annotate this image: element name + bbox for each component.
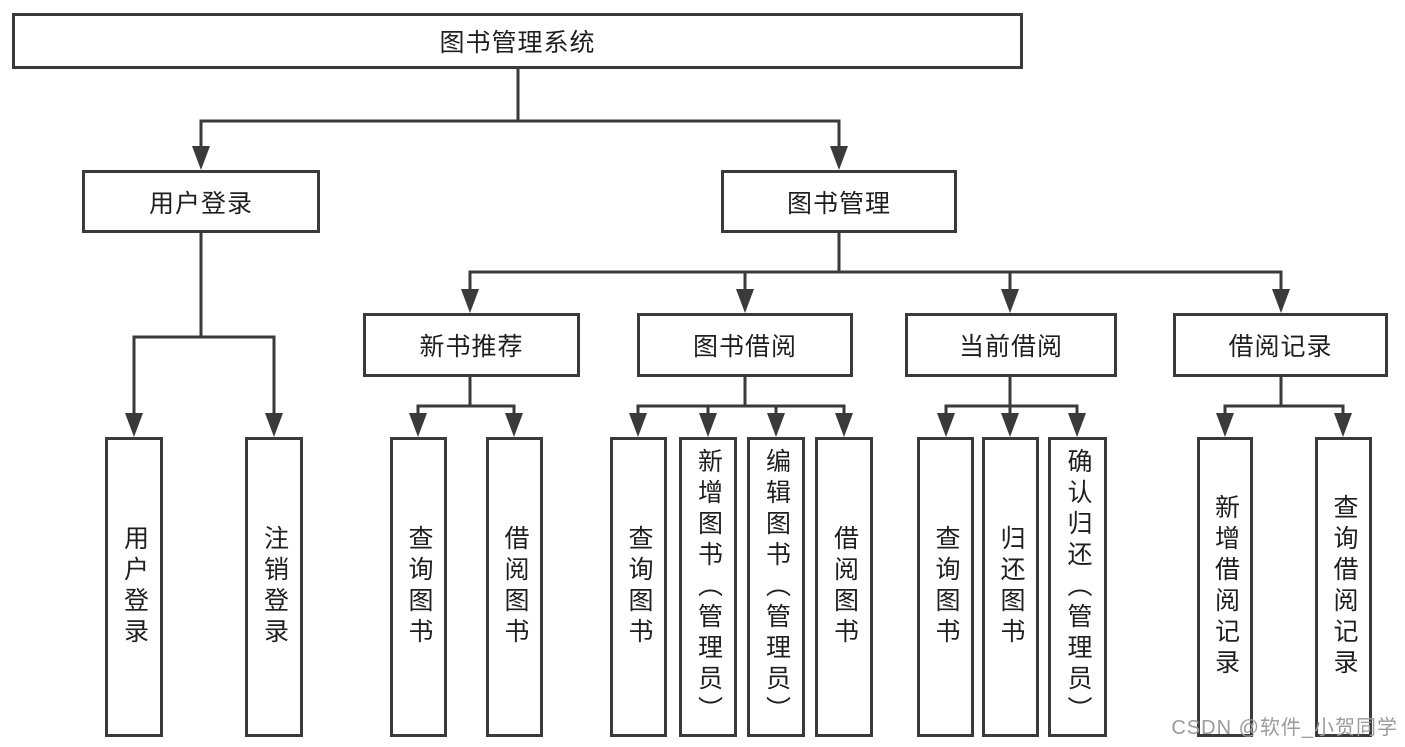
leaf-logout-login: 注销登录 [245, 437, 303, 737]
node-borrowing-records: 借阅记录 [1173, 313, 1388, 377]
leaf-query-books-recommend: 查询图书 [390, 437, 447, 737]
node-current-borrowing: 当前借阅 [905, 313, 1117, 377]
node-user-login: 用户登录 [82, 170, 320, 233]
leaf-query-books-current: 查询图书 [917, 437, 974, 737]
node-book-borrowing: 图书借阅 [637, 313, 853, 377]
node-new-book-recommend: 新书推荐 [363, 313, 580, 377]
leaf-add-books-admin: 新增图书（管理员） [679, 437, 737, 737]
watermark-csdn: CSDN @软件_小贺同学 [1171, 717, 1398, 739]
node-book-management: 图书管理 [721, 170, 957, 233]
node-library-system: 图书管理系统 [12, 13, 1023, 69]
leaf-borrow-books-recommend: 借阅图书 [486, 437, 543, 737]
leaf-edit-books-admin: 编辑图书（管理员） [747, 437, 805, 737]
leaf-user-login: 用户登录 [105, 437, 163, 737]
leaf-add-borrow-record: 新增借阅记录 [1197, 437, 1253, 737]
leaf-query-books-borrowing: 查询图书 [610, 437, 667, 737]
leaf-borrow-books-borrowing: 借阅图书 [815, 437, 873, 737]
leaf-confirm-return-admin: 确认归还（管理员） [1048, 437, 1107, 737]
leaf-return-books: 归还图书 [982, 437, 1039, 737]
leaf-query-borrow-record: 查询借阅记录 [1315, 437, 1372, 737]
